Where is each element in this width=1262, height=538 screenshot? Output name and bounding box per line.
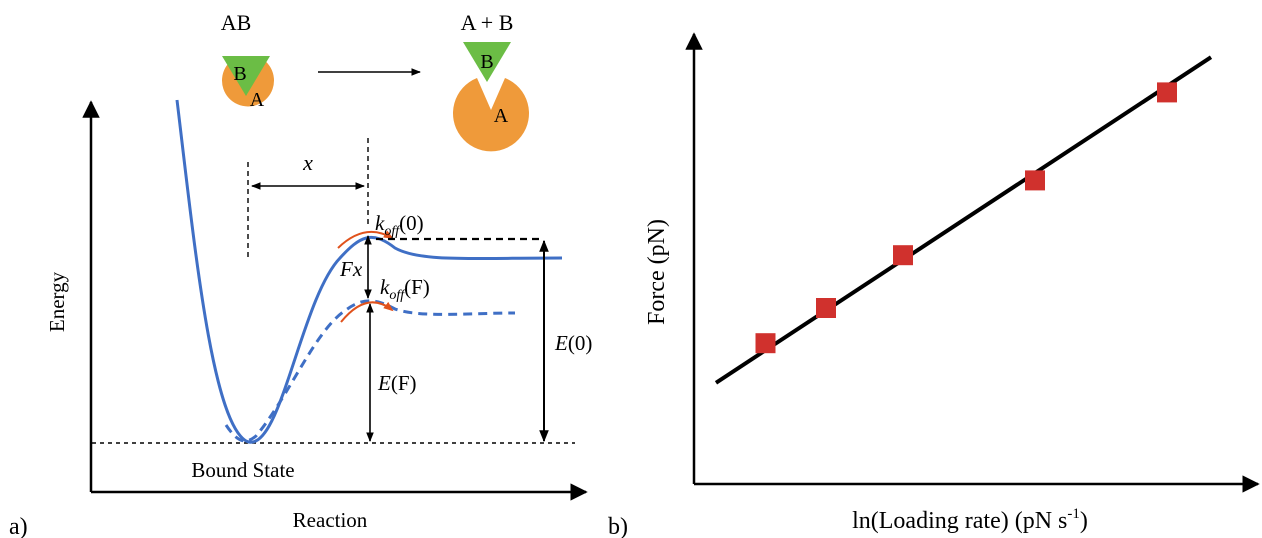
data-point-marker — [893, 245, 913, 266]
koff-force-arg: (F) — [404, 275, 430, 299]
free-piece-b-label: B — [480, 51, 493, 73]
energy-curve-zero-force — [175, 99, 563, 444]
energy-axis-label: Energy — [45, 271, 69, 332]
data-point-marker — [755, 333, 776, 354]
koff-zero-arg: (0) — [399, 211, 424, 235]
koff-zero-transition-tip — [337, 230, 394, 249]
ef-label: E(F) — [377, 371, 417, 395]
loading-rate-axis-label: ln(Loading rate) (pN s-1) — [852, 506, 1088, 534]
loading-rate-axis-label-main: ln(Loading rate) (pN s — [852, 508, 1067, 534]
reaction-axis-label: Reaction — [293, 508, 368, 532]
free-ligand-b-wedge — [463, 42, 511, 82]
panel-a: AB B A A + B B A x — [9, 10, 592, 538]
ef-label-e: E — [377, 371, 391, 395]
koff-zero-k: k — [375, 211, 385, 235]
free-protein-a-sphere — [453, 78, 529, 152]
panel-b-label: b) — [608, 514, 628, 538]
panel-a-label: a) — [9, 514, 28, 538]
force-axis-label: Force (pN) — [644, 219, 670, 325]
e0-label-e: E — [554, 331, 568, 355]
linear-fit-line — [714, 55, 1213, 385]
koff-force-label: koff(F) — [380, 275, 430, 303]
koff-zero-sub: off — [384, 224, 401, 239]
e0-label: E(0) — [554, 331, 592, 355]
e0-label-arg: (0) — [568, 331, 593, 355]
free-piece-a-label: A — [494, 105, 509, 127]
ef-label-arg: (F) — [391, 371, 417, 395]
piece-a-label: A — [250, 89, 265, 111]
complex-ab-label: AB — [221, 10, 252, 35]
energy-curve-applied-force — [224, 299, 516, 443]
koff-force-transition-tip — [340, 301, 394, 323]
koff-zero-label: koff(0) — [375, 211, 424, 239]
x-distance-label: x — [302, 150, 313, 175]
chart-plot-area — [714, 55, 1213, 385]
fx-label: Fx — [339, 257, 363, 281]
data-point-marker — [816, 298, 836, 318]
data-point-marker — [1025, 170, 1045, 191]
piece-b-label: B — [233, 63, 246, 85]
separated-label: A + B — [461, 10, 514, 35]
data-point-marker — [1157, 82, 1177, 103]
bound-state-label: Bound State — [191, 458, 294, 482]
separated-a-b-illustration: A + B B A — [453, 10, 529, 152]
ligand-b-wedge — [222, 56, 270, 96]
koff-force-k: k — [380, 275, 390, 299]
koff-force-sub: off — [389, 288, 406, 303]
complex-ab-illustration: AB B A — [221, 10, 274, 111]
panel-b: Force (pN) ln(Loading rate) (pN s-1) b) — [608, 32, 1260, 538]
loading-rate-axis-label-sup: -1 — [1067, 506, 1080, 522]
loading-rate-axis-label-end: ) — [1080, 508, 1088, 534]
